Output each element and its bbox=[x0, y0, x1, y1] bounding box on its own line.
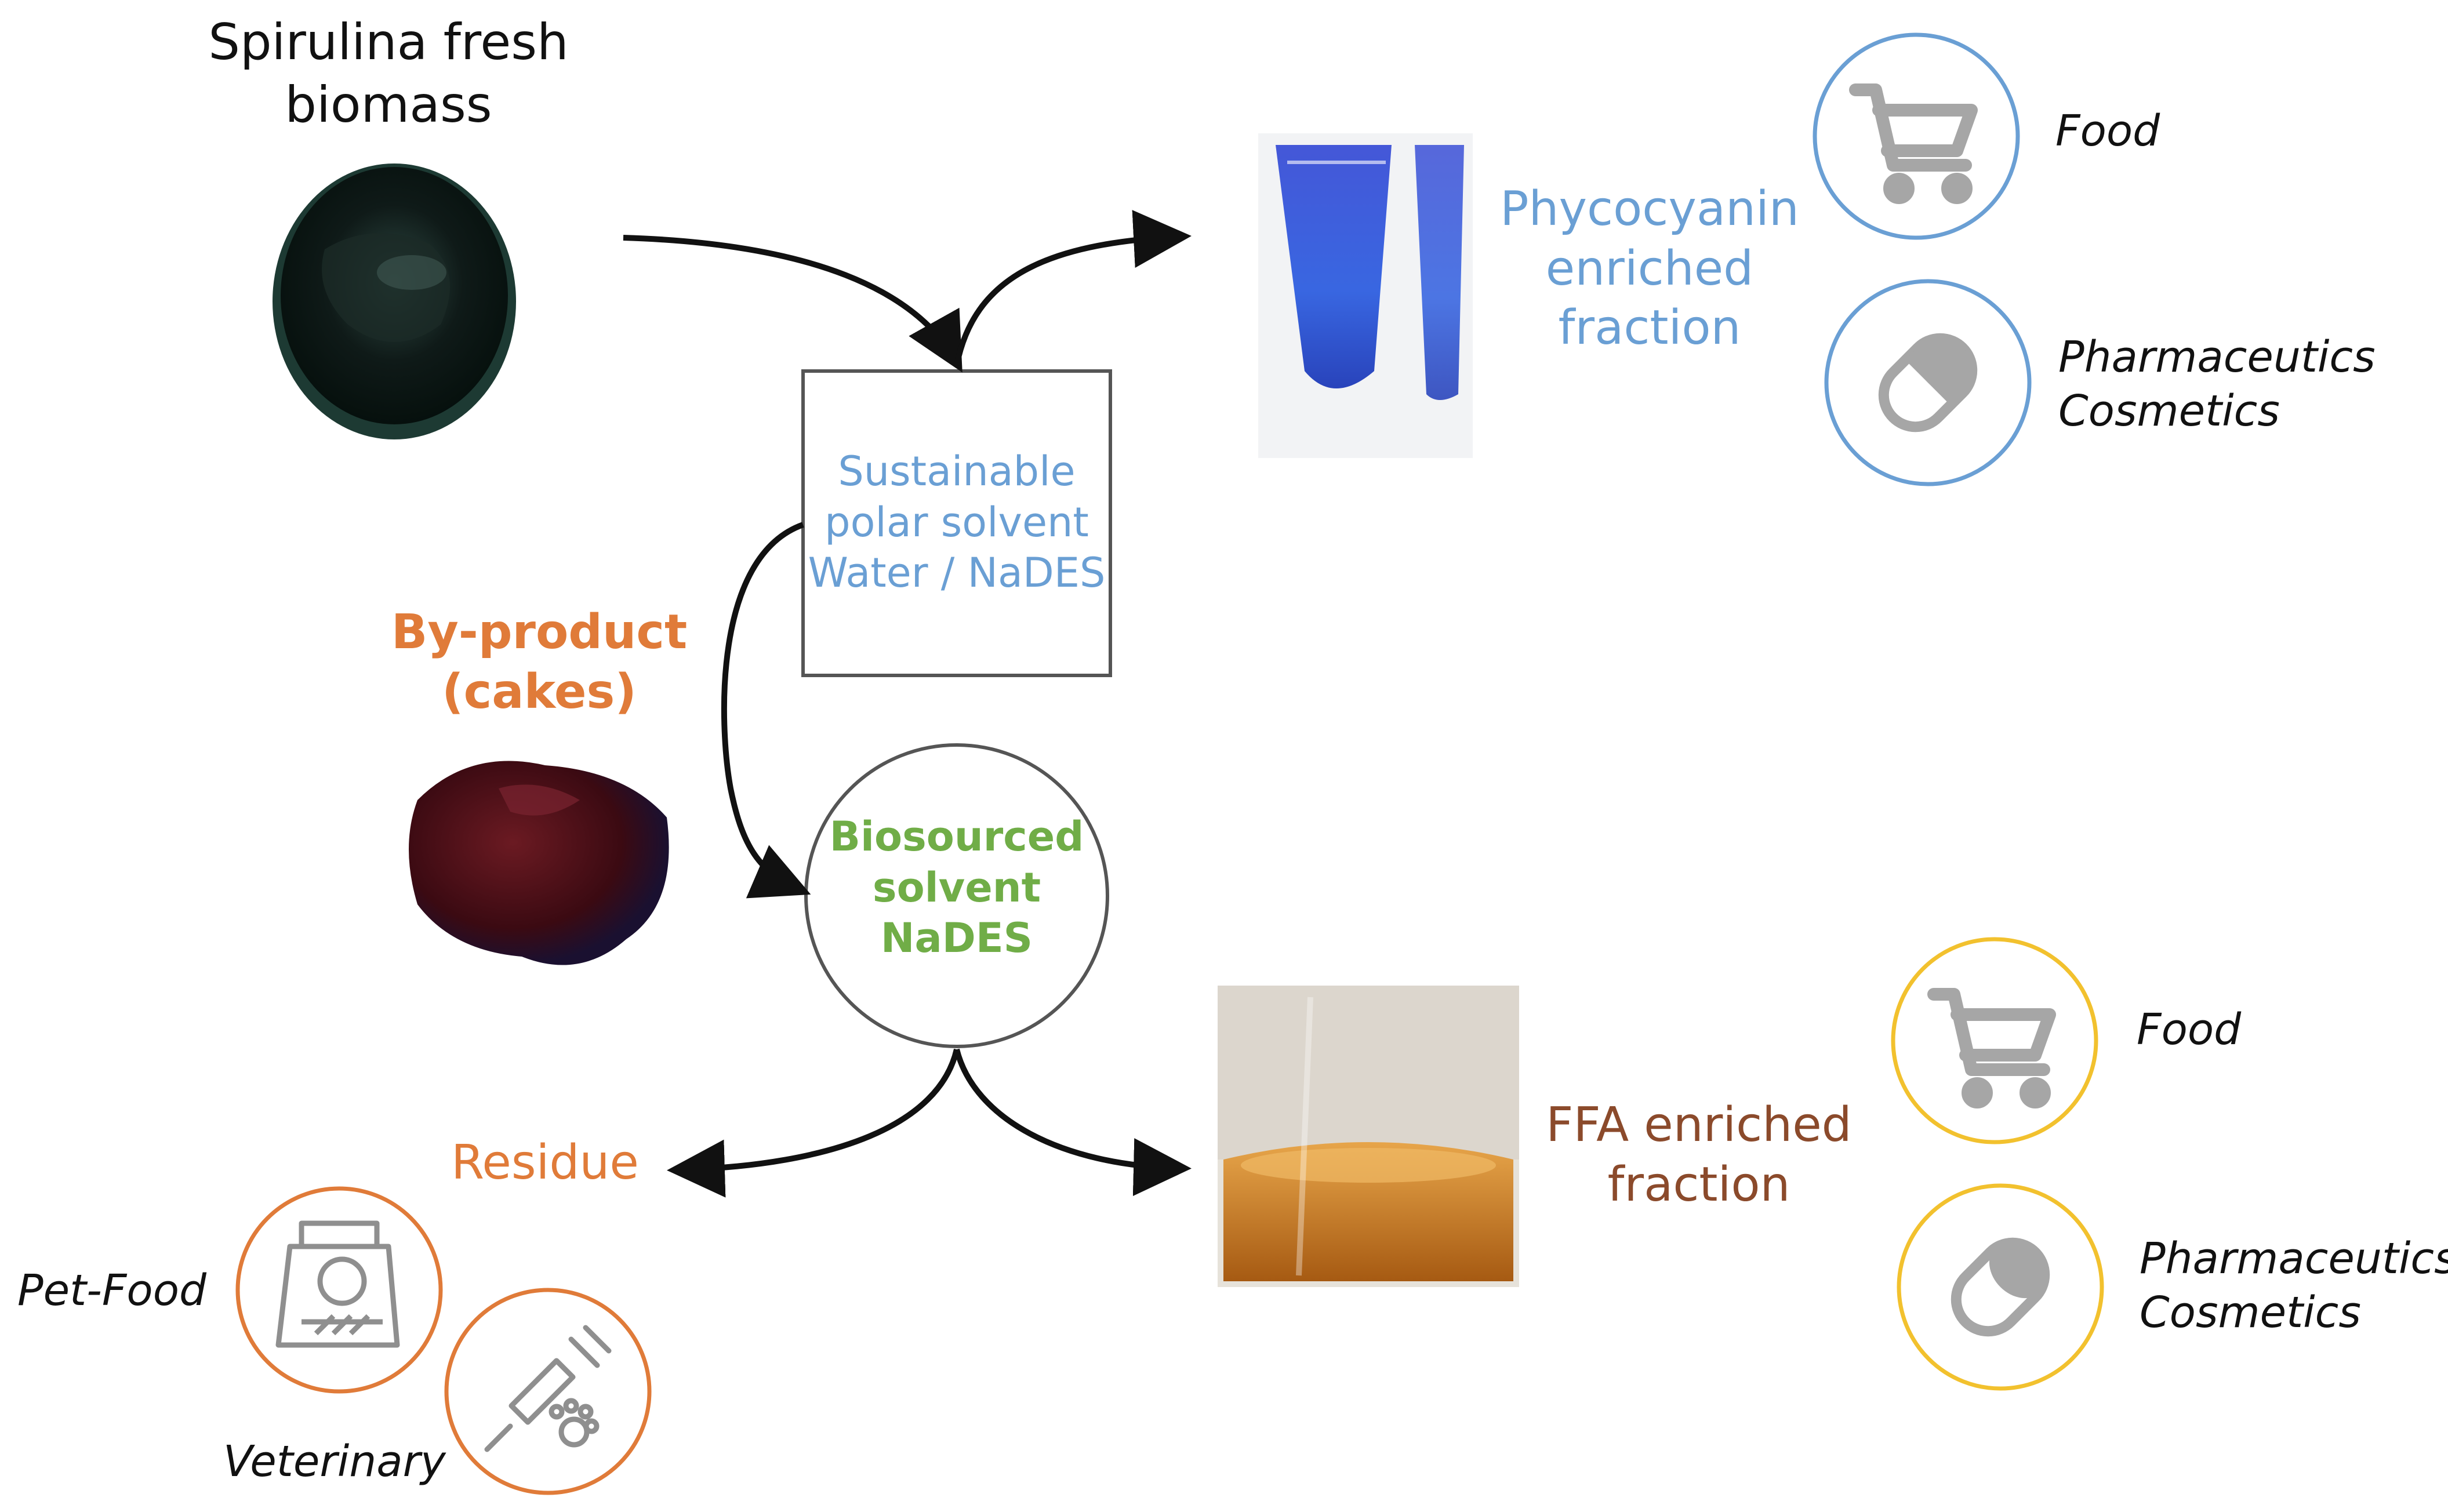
arrow-biosourced-to-ffa bbox=[954, 1048, 1192, 1197]
residue-label: Residue bbox=[451, 1135, 639, 1190]
ring bbox=[444, 1288, 652, 1495]
capsule-icon bbox=[1951, 1237, 2050, 1337]
capsule-icon bbox=[1878, 333, 1978, 432]
phycocyanin-tubes-photo bbox=[1258, 133, 1473, 458]
biosourced-solvent-label: Biosourced solvent NaDES bbox=[829, 813, 1084, 962]
polar-solvent-label: Sustainable polar solvent Water / NaDES bbox=[808, 448, 1106, 597]
spirulina-biomass-photo bbox=[273, 163, 516, 439]
polar-solvent-box bbox=[801, 369, 1112, 677]
phyco-food-app bbox=[1813, 32, 2020, 240]
ring bbox=[1813, 32, 2020, 240]
arrow-biosourced-to-residue bbox=[667, 1048, 960, 1198]
arrow-polar-to-biosourced bbox=[721, 522, 811, 899]
residue-petfood-app bbox=[235, 1186, 443, 1394]
phyco-food-label: Food bbox=[2055, 106, 2160, 156]
arrow-polar-to-phycocyanin bbox=[954, 210, 1192, 366]
pet-food-bag-icon bbox=[275, 1220, 400, 1348]
residue-veterinary-app bbox=[444, 1288, 652, 1495]
shopping-cart-icon bbox=[1849, 83, 1978, 204]
ffa-food-app bbox=[1891, 937, 2098, 1144]
phyco-pharma-app bbox=[1824, 279, 2032, 486]
arrow-biomass-to-polar bbox=[623, 235, 963, 373]
ring bbox=[1891, 937, 2098, 1144]
source-label: Spirulina fresh biomass bbox=[208, 13, 569, 134]
phycocyanin-label: Phycocyanin enriched fraction bbox=[1500, 181, 1799, 355]
residue-veterinary-label: Veterinary bbox=[223, 1437, 446, 1486]
ffa-vial-photo bbox=[1218, 986, 1519, 1287]
ffa-label: FFA enriched fraction bbox=[1546, 1097, 1852, 1212]
ring bbox=[235, 1186, 443, 1394]
ffa-pharma-app bbox=[1897, 1183, 2104, 1391]
residue-petfood-label: Pet-Food bbox=[17, 1266, 206, 1315]
veterinary-syringe-icon bbox=[484, 1325, 612, 1452]
ffa-pharma-label: Pharmaceutics Cosmetics bbox=[2140, 1234, 2448, 1337]
byproduct-cake-photo bbox=[409, 761, 669, 965]
ffa-food-label: Food bbox=[2137, 1005, 2242, 1055]
shopping-cart-icon bbox=[1927, 988, 2056, 1108]
byproduct-label: By-product (cakes) bbox=[391, 605, 688, 719]
phyco-pharma-label: Pharmaceutics Cosmetics bbox=[2058, 332, 2376, 436]
